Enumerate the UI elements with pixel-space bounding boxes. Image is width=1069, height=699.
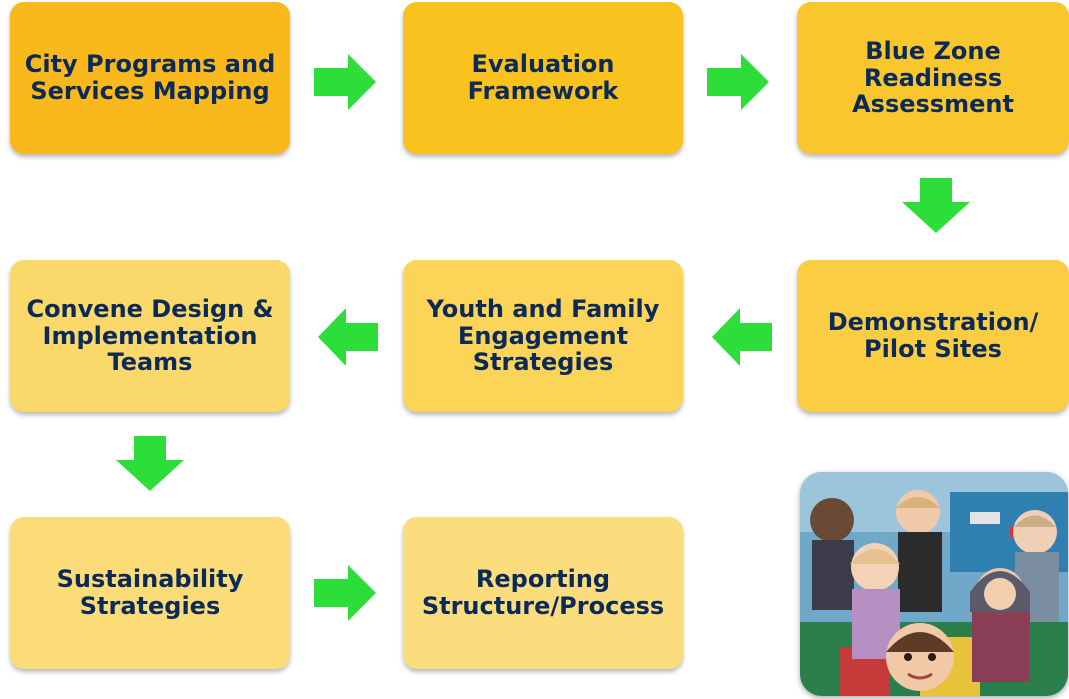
step-label: Convene Design & Implementation Teams bbox=[26, 294, 274, 377]
arrow-down-icon bbox=[902, 178, 970, 233]
arrow-right-icon bbox=[707, 54, 769, 110]
step-evaluation-framework: Evaluation Framework bbox=[403, 2, 683, 154]
step-demonstration-pilot-sites: Demonstration/ Pilot Sites bbox=[797, 260, 1069, 412]
arrow-left-icon bbox=[318, 308, 378, 366]
arrow-right-icon bbox=[314, 54, 376, 110]
step-label: Evaluation Framework bbox=[467, 50, 619, 105]
step-label: Demonstration/ Pilot Sites bbox=[827, 308, 1039, 363]
step-sustainability-strategies: Sustainability Strategies bbox=[10, 517, 290, 669]
step-blue-zone-readiness: Blue Zone Readiness Assessment bbox=[797, 2, 1069, 154]
step-label: Sustainability Strategies bbox=[56, 565, 244, 620]
step-label: Reporting Structure/Process bbox=[421, 565, 665, 620]
step-reporting-structure: Reporting Structure/Process bbox=[403, 517, 683, 669]
children-group-photo bbox=[800, 472, 1068, 696]
arrow-right-icon bbox=[314, 565, 376, 621]
step-convene-design-teams: Convene Design & Implementation Teams bbox=[10, 260, 290, 412]
arrow-left-icon bbox=[712, 308, 772, 366]
step-label: Youth and Family Engagement Strategies bbox=[426, 294, 660, 377]
arrow-down-icon bbox=[116, 436, 184, 491]
step-label: City Programs and Services Mapping bbox=[24, 50, 276, 105]
step-label: Blue Zone Readiness Assessment bbox=[852, 36, 1014, 119]
step-city-programs-mapping: City Programs and Services Mapping bbox=[10, 2, 290, 154]
step-youth-family-engagement: Youth and Family Engagement Strategies bbox=[403, 260, 683, 412]
